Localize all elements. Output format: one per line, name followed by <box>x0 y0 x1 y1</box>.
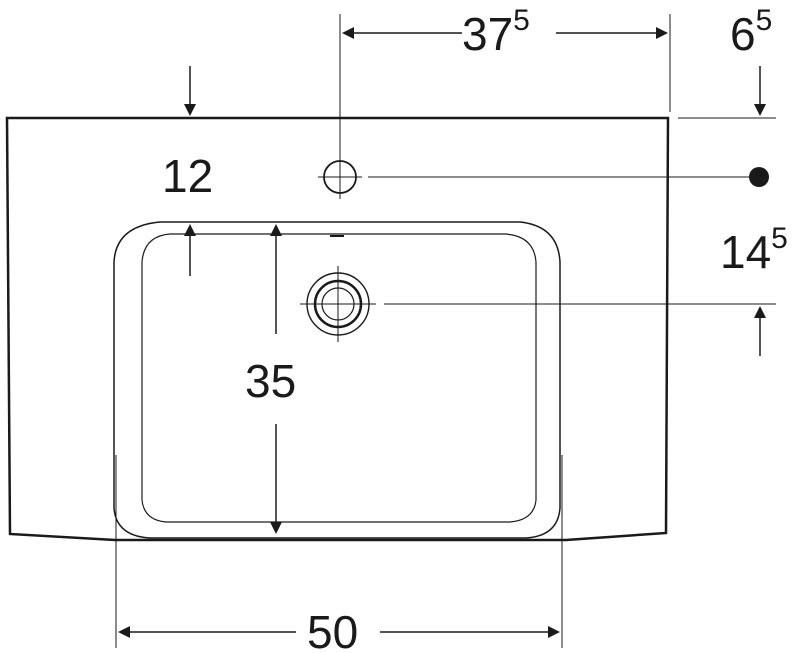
drain <box>300 266 376 342</box>
tap-hole <box>318 155 362 199</box>
dim-bowl-width: 50 <box>307 606 358 653</box>
bowl-outer-rim <box>113 221 561 539</box>
dim-tap-offset: 375 <box>462 4 530 60</box>
dim-tap-depth: 12 <box>162 150 213 202</box>
basin-outline <box>5 116 670 542</box>
reference-dot <box>749 167 769 187</box>
bowl-inner-basin <box>141 233 537 523</box>
dim-overflow-depth: 145 <box>720 222 788 278</box>
dim-right-edge: 65 <box>730 4 772 60</box>
dim-bowl-depth: 35 <box>245 355 296 407</box>
